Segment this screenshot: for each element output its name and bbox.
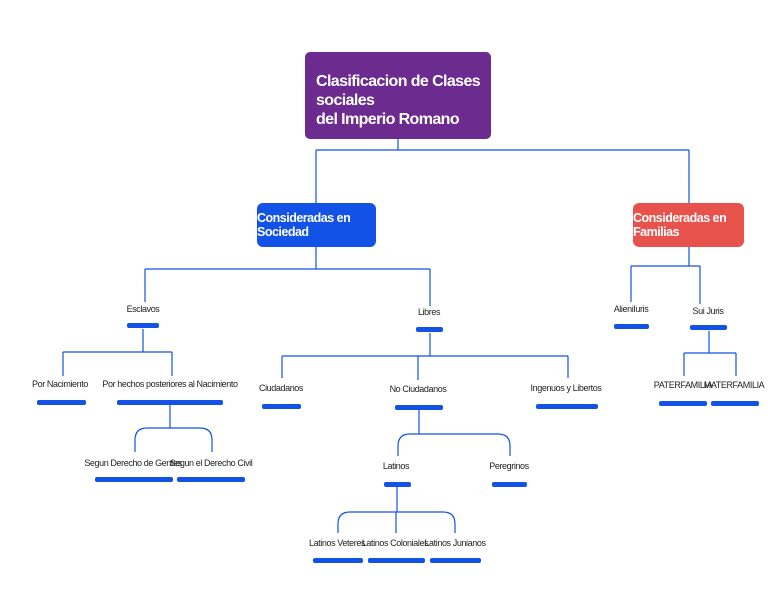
connector-esclavos (62, 329, 173, 376)
node-no-ciudadanos[interactable] (395, 405, 443, 410)
node-derecho-civil[interactable] (177, 477, 245, 482)
connector-familias (630, 247, 701, 304)
node-latinos-coloniales-label: Latinos Coloniales (361, 538, 429, 548)
node-latinos-junianos-label: Latinos Junianos (424, 538, 486, 548)
node-esclavos-label: Esclavos (126, 304, 160, 314)
branch-sociedad[interactable]: Consideradas en Sociedad (257, 203, 376, 247)
branch-familias-label: Consideradas en Familias (633, 211, 727, 239)
node-libres-label: Libres (417, 307, 441, 317)
node-materfamilia[interactable] (711, 401, 759, 406)
node-ingenuos[interactable] (536, 404, 598, 409)
node-ciudadanos-label: Ciudadanos (258, 383, 304, 393)
node-alieniiuris[interactable] (614, 324, 649, 329)
node-no-ciudadanos-label: No Ciudadanos (389, 384, 447, 394)
node-por-hechos[interactable] (117, 400, 223, 405)
node-materfamilia-label: MATERFAMILIA (703, 380, 765, 390)
node-latinos[interactable] (384, 482, 411, 487)
connector-sociedad (144, 247, 431, 306)
node-paterfamilia[interactable] (659, 401, 707, 406)
node-latinos-coloniales[interactable] (368, 558, 425, 563)
node-paterfamilia-label: PATERFAMILIA (653, 380, 713, 390)
node-derecho-civil-label: Segun el Derecho Civil (169, 458, 253, 468)
node-por-nacimiento-label: Por Nacimiento (32, 379, 88, 389)
node-latinos-junianos[interactable] (430, 558, 481, 563)
node-derecho-gentes-label: Segun Derecho de Gentes (84, 458, 182, 468)
branch-familias[interactable]: Consideradas en Familias (633, 203, 744, 247)
node-alieniiuris-label: AlieniIuris (613, 304, 649, 314)
node-sui-juris-label: Sui Juris (692, 306, 724, 316)
branch-sociedad-label: Consideradas en Sociedad (257, 211, 351, 239)
connector-libres (281, 333, 569, 380)
node-esclavos[interactable] (127, 323, 159, 328)
node-derecho-gentes[interactable] (95, 477, 173, 482)
root-title-line1: Clasificacion de Clases sociales (316, 73, 481, 109)
connector-root (315, 139, 690, 203)
node-por-nacimiento[interactable] (37, 400, 86, 405)
node-latinos-veteres-label: Latinos Veteres (308, 538, 366, 548)
connector-latinos (337, 487, 456, 533)
node-ingenuos-label: Ingenuos y Libertos (530, 383, 602, 393)
connector-sui-juris (683, 331, 737, 376)
node-latinos-veteres[interactable] (313, 558, 363, 563)
connector-no-ciudadanos (397, 410, 511, 456)
node-peregrinos-label: Peregrinos (489, 461, 529, 471)
root-title-line2: del Imperio Romano (316, 111, 460, 128)
node-peregrinos[interactable] (492, 482, 527, 487)
node-latinos-label: Latinos (382, 461, 410, 471)
node-libres[interactable] (416, 327, 443, 332)
connector-por-hechos (134, 405, 213, 452)
node-ciudadanos[interactable] (262, 404, 301, 409)
node-sui-juris[interactable] (690, 325, 727, 330)
node-por-hechos-label: Por hechos posteriores al Nacimiento (102, 379, 238, 389)
root-node[interactable]: Clasificacion de Clases sociales del Imp… (305, 52, 491, 139)
